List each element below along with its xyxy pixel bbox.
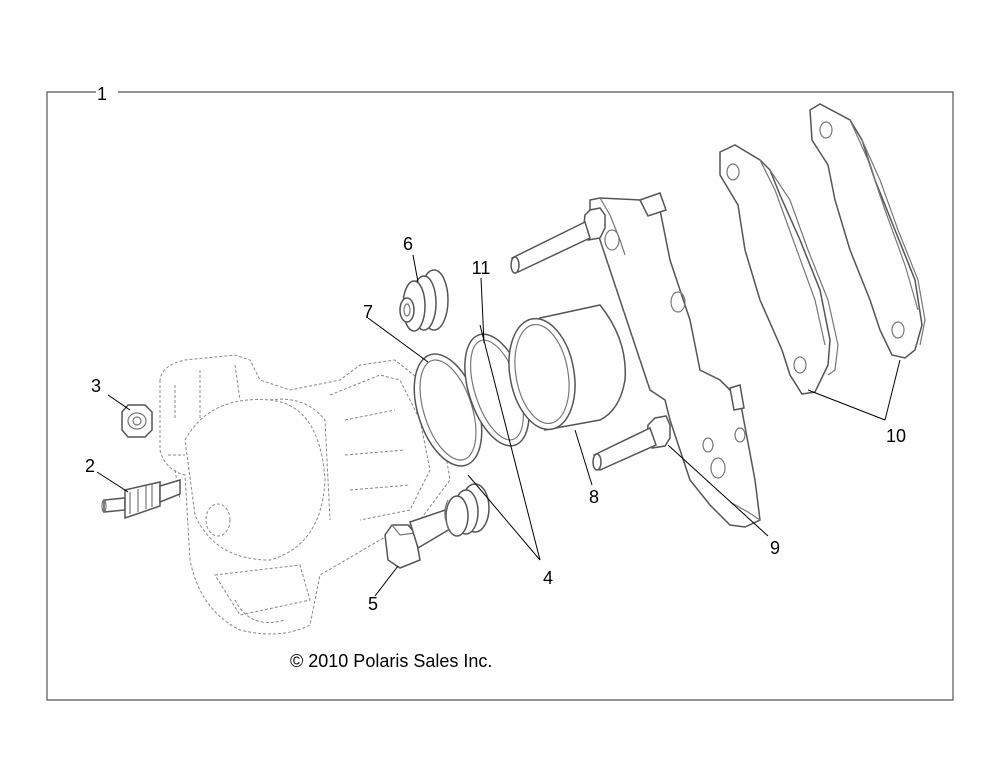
caliper-bracket [510, 192, 761, 528]
piston [508, 304, 627, 431]
callout-8: 8 [589, 487, 599, 507]
callout-1: 1 [97, 84, 107, 104]
slide-pin-boot-lower [444, 483, 490, 537]
slide-pin-boot-upper [399, 269, 449, 332]
callout-3: 3 [91, 376, 101, 396]
bleeder-cap-nut [121, 404, 153, 438]
callout-9: 9 [770, 538, 780, 558]
brake-pad-front [719, 144, 839, 395]
callout-10: 10 [886, 426, 906, 446]
leader-lines [96, 254, 901, 597]
callout-11: 11 [472, 258, 491, 278]
assembly-frame [46, 91, 954, 701]
callout-2: 2 [85, 456, 95, 476]
copyright-notice: © 2010 Polaris Sales Inc. [290, 651, 492, 671]
brake-pad-rear [809, 103, 926, 359]
bleeder-screw [101, 478, 181, 520]
callout-6: 6 [403, 234, 413, 254]
caliper-body [159, 354, 451, 635]
callout-4: 4 [543, 568, 553, 588]
callout-7: 7 [363, 302, 373, 322]
callout-5: 5 [368, 594, 378, 614]
